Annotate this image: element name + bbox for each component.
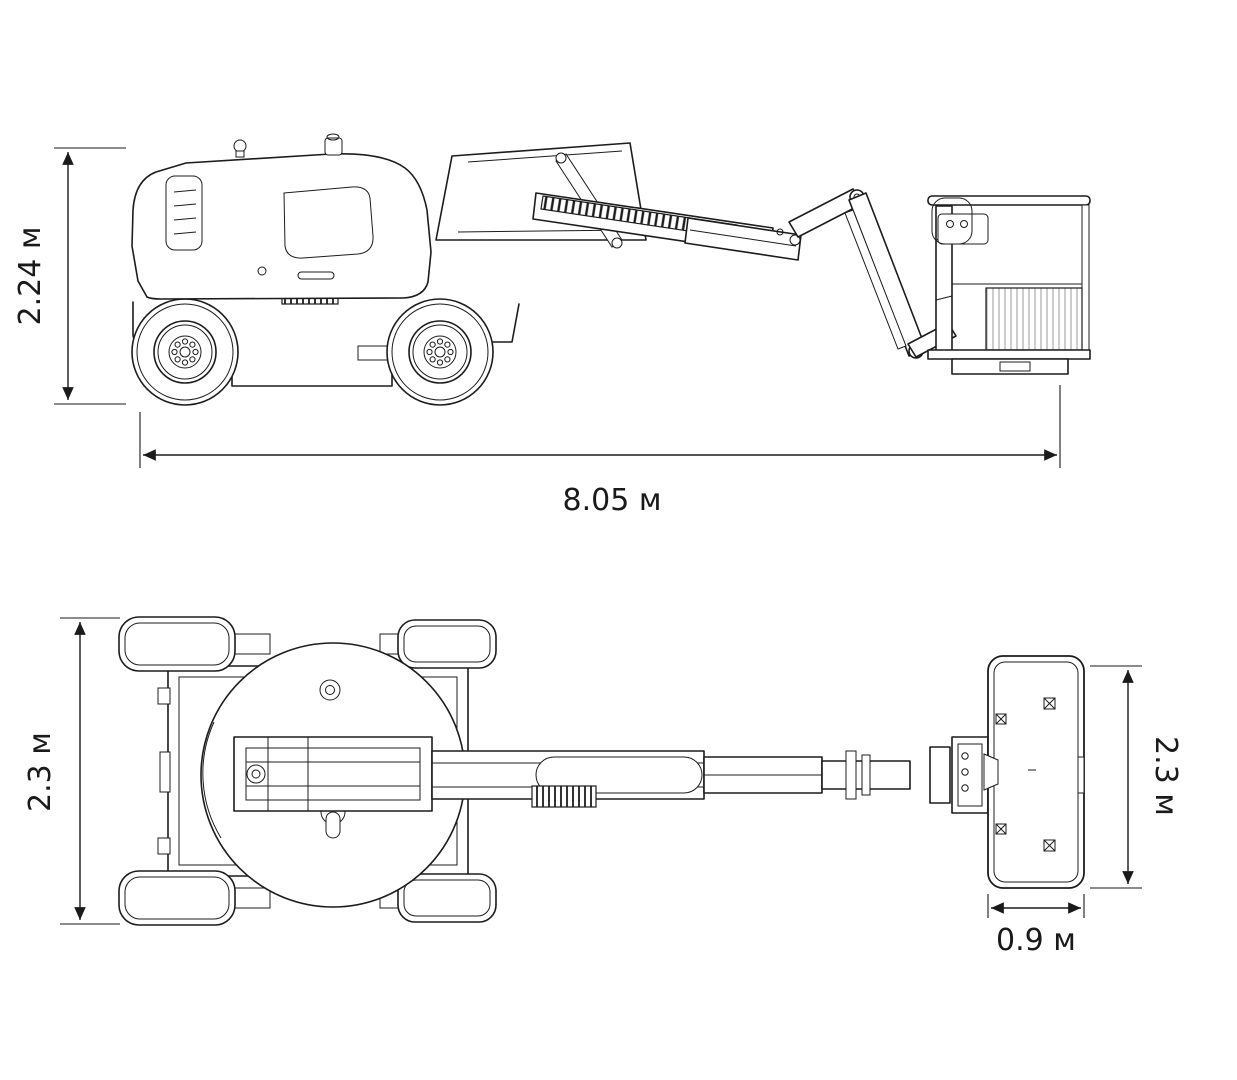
platform-bolt xyxy=(995,823,1007,835)
plan-wheel-rear-left xyxy=(118,870,236,926)
platform-bolt xyxy=(1043,839,1056,852)
basket-handle xyxy=(931,197,973,245)
side-front-wheel xyxy=(386,298,494,406)
side-view: 2.24 м 8.05 м xyxy=(13,133,1091,518)
dimension-side-height: 2.24 м xyxy=(13,147,126,405)
side-telescopic-boom xyxy=(532,192,802,261)
dimension-side-length: 8.05 м xyxy=(139,385,1061,518)
dimension-platform-width: 2.3 м xyxy=(1090,665,1183,889)
platform-depth-label: 0.9 м xyxy=(996,923,1076,958)
side-exhaust xyxy=(324,137,343,156)
side-door-handle xyxy=(297,271,335,280)
side-lift-hook xyxy=(233,139,247,153)
basket-control-console xyxy=(937,213,989,245)
platform-bolt xyxy=(995,713,1007,725)
side-length-label: 8.05 м xyxy=(563,483,662,518)
side-body xyxy=(131,133,432,300)
plan-wheel-front-left xyxy=(118,616,236,672)
dimension-platform-depth: 0.9 м xyxy=(987,894,1085,958)
plan-width-label: 2.3 м xyxy=(23,732,58,812)
platform-width-label: 2.3 м xyxy=(1148,736,1183,816)
side-height-label: 2.24 м xyxy=(13,227,48,326)
side-basket xyxy=(927,195,1091,375)
basket-mesh-panel xyxy=(985,287,1083,351)
plan-platform xyxy=(983,655,1085,889)
side-rear-wheel xyxy=(131,298,239,406)
dimension-plan-width: 2.3 м xyxy=(23,617,120,925)
plan-view: 2.3 м 2.3 м 0.9 м xyxy=(23,616,1183,958)
side-articulating-arm xyxy=(788,188,957,359)
side-body-vent xyxy=(165,175,203,251)
plan-boom xyxy=(233,736,989,814)
platform-bolt xyxy=(1043,697,1056,710)
plan-wheel-front-right xyxy=(397,619,497,669)
